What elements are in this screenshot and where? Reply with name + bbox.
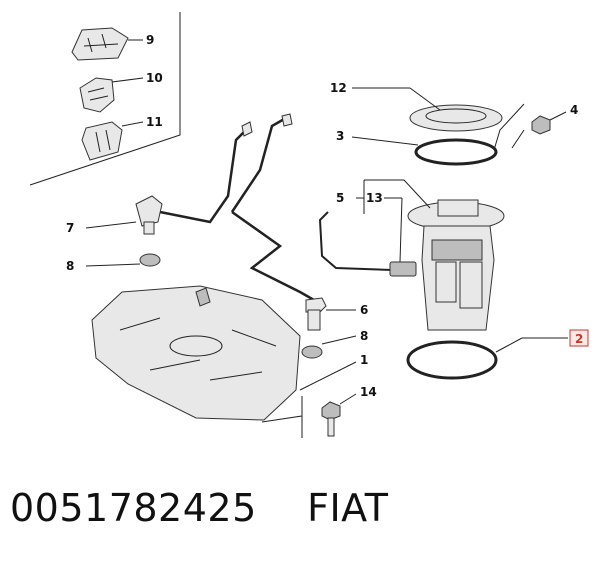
part-10-clip: [79, 77, 144, 113]
part-5-fuel-pump-module: [356, 179, 505, 331]
callout-8a: 8: [66, 259, 74, 273]
callout-7: 7: [66, 221, 74, 235]
callout-5: 5: [336, 191, 344, 205]
brand-name: FIAT: [307, 486, 389, 530]
callout-10: 10: [146, 71, 163, 85]
callout-2: 2: [575, 332, 583, 346]
callout-13: 14: [360, 385, 377, 399]
part-caption: 0051782425 FIAT: [10, 486, 388, 530]
callout-6: 6: [360, 303, 368, 317]
part-8-grommet-lower: [301, 335, 357, 359]
callout-12: 12: [330, 81, 347, 95]
callout-9: 11: [146, 115, 163, 129]
part-2-oring: [406, 329, 589, 380]
callout-1: 1: [360, 353, 368, 367]
fuel-lines: [149, 113, 315, 302]
callout-11: 9: [146, 33, 154, 47]
part-9-clip: [81, 121, 144, 161]
callout-4: 4: [570, 103, 578, 117]
fuel-system-diagram: 9 10 11 12 3 4: [29, 12, 589, 438]
part-13-bolt: [321, 393, 357, 437]
part-8-grommet-upper: [85, 253, 161, 267]
part-14-level-sensor: [318, 197, 417, 277]
part-1-fuel-tank: [91, 285, 357, 438]
part-number: 0051782425: [10, 486, 257, 530]
part-12-lock-ring: [352, 87, 503, 132]
part-11-clip: [71, 27, 143, 61]
part-7-fitting: [85, 195, 163, 235]
callout-8b: 8: [360, 329, 368, 343]
callout-14: 13: [366, 191, 383, 205]
part-3-seal: [351, 136, 498, 166]
part-4-nut: [493, 103, 567, 151]
callout-3: 3: [336, 129, 344, 143]
part-6-valve: [305, 297, 356, 331]
inset-frame: [29, 12, 181, 186]
